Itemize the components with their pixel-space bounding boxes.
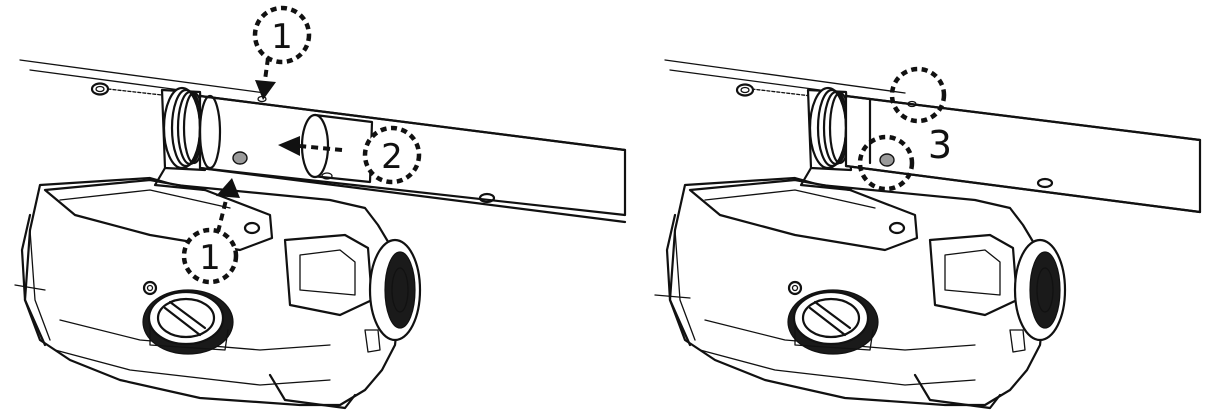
step-3-label: 3 bbox=[928, 123, 952, 167]
right-housing bbox=[654, 176, 1067, 410]
left-clamp-collar bbox=[153, 86, 207, 192]
right-thin-rod bbox=[664, 59, 906, 98]
bottom-up-arrow bbox=[216, 199, 228, 233]
right-panel: 3 bbox=[654, 59, 1202, 410]
right-outer-tube bbox=[844, 94, 1202, 214]
callout-upper-pin-ring bbox=[889, 66, 947, 124]
callout-top-step-1: 1 bbox=[252, 5, 312, 65]
callout-side-step-2-label: 2 bbox=[381, 137, 403, 177]
left-thin-rod bbox=[19, 59, 266, 98]
callout-bottom-step-1: 1 bbox=[181, 227, 239, 285]
callout-top-step-1-label: 1 bbox=[271, 17, 293, 57]
callout-bottom-step-1-label: 1 bbox=[199, 238, 221, 278]
left-lock-pin bbox=[232, 151, 248, 165]
left-arrows bbox=[216, 57, 343, 233]
side-left-arrow-head bbox=[278, 136, 300, 156]
top-down-arrow-head bbox=[255, 80, 276, 100]
right-lock-pin bbox=[879, 153, 895, 167]
callout-lower-pin-ring bbox=[857, 134, 915, 192]
right-clamp-collar bbox=[799, 86, 853, 192]
bottom-up-arrow-head bbox=[216, 178, 240, 198]
callout-side-step-2: 2 bbox=[362, 125, 422, 185]
left-panel: 1 2 1 bbox=[14, 5, 627, 410]
top-down-arrow bbox=[263, 57, 270, 81]
left-housing bbox=[14, 176, 422, 410]
